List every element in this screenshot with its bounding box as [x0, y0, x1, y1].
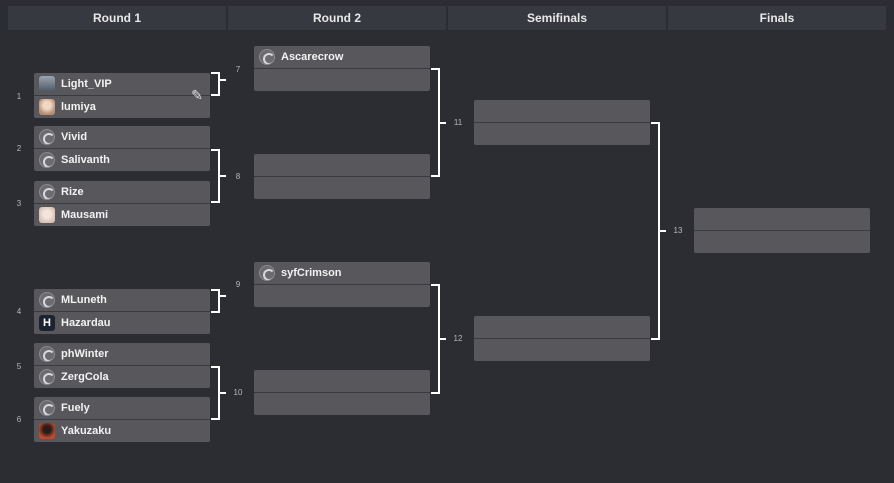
match-number: 13 [673, 226, 683, 235]
team-logo-icon [39, 369, 55, 385]
participant-slot[interactable] [474, 316, 650, 339]
participant-slot[interactable]: Light_VIP [34, 73, 210, 96]
participant-slot[interactable]: H Hazardau [34, 312, 210, 334]
participant-slot[interactable] [254, 177, 430, 199]
match-2[interactable]: Vivid Salivanth [34, 126, 210, 171]
player-name: Salivanth [61, 154, 110, 166]
round-header-finals: Finals [668, 6, 886, 30]
match-11[interactable] [474, 100, 650, 145]
team-logo-icon [39, 184, 55, 200]
match-7[interactable]: Ascarecrow [254, 46, 430, 91]
participant-slot[interactable]: phWinter [34, 343, 210, 366]
participant-slot[interactable] [694, 231, 870, 253]
participant-slot[interactable] [254, 154, 430, 177]
player-avatar [39, 76, 55, 92]
match-number: 2 [16, 144, 22, 153]
match-5[interactable]: phWinter ZergCola [34, 343, 210, 388]
team-logo-icon [39, 400, 55, 416]
participant-slot[interactable]: syfCrimson [254, 262, 430, 285]
player-name: MLuneth [61, 294, 107, 306]
participant-slot[interactable]: MLuneth [34, 289, 210, 312]
match-number: 1 [16, 92, 22, 101]
player-name: phWinter [61, 348, 109, 360]
team-logo-icon [259, 265, 275, 281]
match-number: 6 [16, 415, 22, 424]
player-name: syfCrimson [281, 267, 342, 279]
participant-slot[interactable]: ZergCola [34, 366, 210, 388]
match-number: 4 [16, 307, 22, 316]
participant-slot[interactable]: Mausami [34, 204, 210, 226]
participant-slot[interactable]: Fuely [34, 397, 210, 420]
match-6[interactable]: Fuely Yakuzaku [34, 397, 210, 442]
player-name: Hazardau [61, 317, 111, 329]
match-3[interactable]: Rize Mausami [34, 181, 210, 226]
participant-slot[interactable]: Ascarecrow [254, 46, 430, 69]
player-name: Ascarecrow [281, 51, 344, 63]
participant-slot[interactable]: lumiya [34, 96, 210, 118]
participant-slot[interactable] [474, 339, 650, 361]
participant-slot[interactable] [694, 208, 870, 231]
participant-slot[interactable]: Vivid [34, 126, 210, 149]
player-avatar: H [39, 315, 55, 331]
match-number: 7 [235, 65, 241, 74]
match-number: 11 [453, 118, 463, 127]
player-name: lumiya [61, 101, 96, 113]
participant-slot[interactable] [254, 370, 430, 393]
match-number: 3 [16, 199, 22, 208]
participant-slot[interactable] [474, 123, 650, 145]
match-number: 8 [235, 172, 241, 181]
match-12[interactable] [474, 316, 650, 361]
match-8[interactable] [254, 154, 430, 199]
match-number: 12 [453, 334, 463, 343]
player-name: ZergCola [61, 371, 109, 383]
match-1[interactable]: Light_VIP lumiya ✎ [34, 73, 210, 118]
round-header-semifinals: Semifinals [448, 6, 666, 30]
participant-slot[interactable]: Salivanth [34, 149, 210, 171]
match-9[interactable]: syfCrimson [254, 262, 430, 307]
match-13[interactable] [694, 208, 870, 253]
player-name: Rize [61, 186, 84, 198]
participant-slot[interactable] [474, 100, 650, 123]
player-name: Vivid [61, 131, 88, 143]
match-10[interactable] [254, 370, 430, 415]
player-name: Mausami [61, 209, 109, 221]
match-number: 9 [235, 280, 241, 289]
player-avatar [39, 207, 55, 223]
team-logo-icon [39, 346, 55, 362]
match-number: 10 [233, 388, 243, 397]
player-avatar [39, 99, 55, 115]
player-avatar [39, 423, 55, 439]
match-number: 5 [16, 362, 22, 371]
player-name: Yakuzaku [61, 425, 112, 437]
round-header-1: Round 1 [8, 6, 226, 30]
team-logo-icon [39, 292, 55, 308]
team-logo-icon [259, 49, 275, 65]
round-header-2: Round 2 [228, 6, 446, 30]
team-logo-icon [39, 129, 55, 145]
participant-slot[interactable]: Yakuzaku [34, 420, 210, 442]
player-name: Fuely [61, 402, 90, 414]
player-name: Light_VIP [61, 78, 112, 90]
edit-icon[interactable]: ✎ [191, 87, 203, 103]
participant-slot[interactable]: Rize [34, 181, 210, 204]
participant-slot[interactable] [254, 69, 430, 91]
team-logo-icon [39, 152, 55, 168]
participant-slot[interactable] [254, 285, 430, 307]
participant-slot[interactable] [254, 393, 430, 415]
match-4[interactable]: MLuneth H Hazardau [34, 289, 210, 334]
